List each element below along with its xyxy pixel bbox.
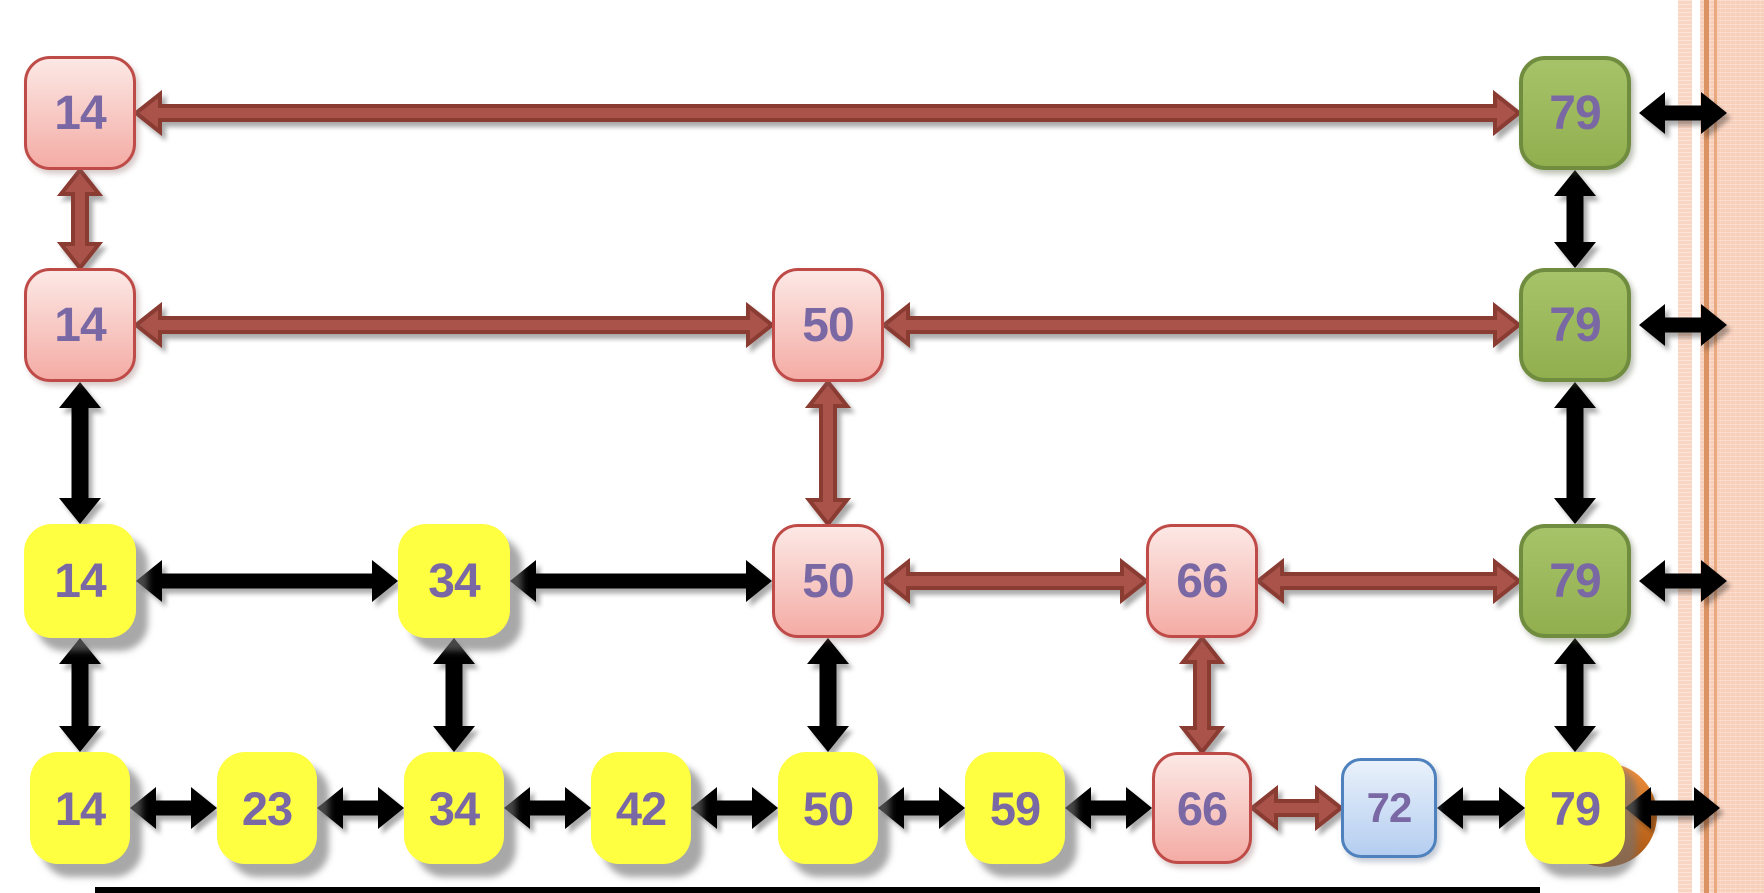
edge-arrow-black-vertical <box>59 638 101 752</box>
skiplist-node-79-level4: 79 <box>1519 56 1631 170</box>
skiplist-node-34-level1: 34 <box>404 752 504 864</box>
node-label: 14 <box>54 554 106 608</box>
skiplist-node-42-level1: 42 <box>591 752 691 864</box>
node-label: 34 <box>428 781 480 835</box>
edge-arrow-black-vertical <box>433 638 475 752</box>
skiplist-node-14-level2: 14 <box>24 524 136 638</box>
edge-arrow-black-vertical <box>807 638 849 752</box>
node-label: 66 <box>1176 781 1228 835</box>
skiplist-node-59-level1: 59 <box>965 752 1065 864</box>
edge-arrow-black-horizontal <box>130 787 217 829</box>
node-label: 23 <box>241 781 293 835</box>
edge-arrow-black-horizontal <box>1639 560 1727 602</box>
node-label: 14 <box>54 86 106 140</box>
node-label: 79 <box>1549 298 1601 352</box>
node-label: 14 <box>54 298 106 352</box>
skiplist-node-66-level1: 66 <box>1152 752 1252 864</box>
skiplist-node-14-level4: 14 <box>24 56 136 170</box>
edge-arrow-black-vertical <box>1554 638 1596 752</box>
skiplist-node-50-level3: 50 <box>772 268 884 382</box>
skiplist-node-79-level2: 79 <box>1519 524 1631 638</box>
node-label: 14 <box>54 781 106 835</box>
node-label: 72 <box>1366 784 1413 831</box>
node-label: 59 <box>989 781 1041 835</box>
edge-arrow-black-horizontal <box>317 787 404 829</box>
skiplist-node-50-level1: 50 <box>778 752 878 864</box>
edge-arrow-black-vertical <box>1554 170 1596 268</box>
edge-arrow-black-horizontal <box>504 787 591 829</box>
node-label: 50 <box>802 781 854 835</box>
edge-arrow-black-horizontal <box>510 560 772 602</box>
edge-arrow-black-vertical <box>1554 382 1596 524</box>
edge-arrow-black-horizontal <box>1625 787 1720 829</box>
node-label: 34 <box>428 554 480 608</box>
edge-arrow-black-horizontal <box>1437 787 1525 829</box>
skiplist-node-79-level3: 79 <box>1519 268 1631 382</box>
stripe-line-mid <box>1714 0 1717 893</box>
right-border-stripes <box>1673 0 1764 893</box>
node-label: 79 <box>1549 86 1601 140</box>
bottom-edge-line <box>95 887 1540 893</box>
stripe-band <box>1700 0 1764 893</box>
node-label: 79 <box>1549 554 1601 608</box>
skiplist-node-23-level1: 23 <box>217 752 317 864</box>
stripe-line-dark <box>1704 0 1709 893</box>
node-label: 66 <box>1176 554 1228 608</box>
edge-arrow-black-horizontal <box>1065 787 1152 829</box>
skiplist-node-79-level1: 79 <box>1525 752 1625 864</box>
edge-arrow-black-horizontal <box>878 787 965 829</box>
skiplist-node-34-level2: 34 <box>398 524 510 638</box>
skiplist-node-14-level3: 14 <box>24 268 136 382</box>
skiplist-node-66-level2: 66 <box>1146 524 1258 638</box>
skiplist-node-72-level1: 72 <box>1341 758 1437 858</box>
edge-arrow-black-horizontal <box>1639 92 1727 134</box>
edge-arrow-black-horizontal <box>1639 304 1727 346</box>
node-label: 50 <box>802 554 854 608</box>
stripe-thin <box>1678 0 1692 893</box>
node-label: 42 <box>615 781 667 835</box>
edge-arrow-black-vertical <box>59 382 101 524</box>
skiplist-node-14-level1: 14 <box>30 752 130 864</box>
skiplist-node-50-level2: 50 <box>772 524 884 638</box>
edge-arrow-black-horizontal <box>691 787 778 829</box>
node-label: 79 <box>1549 781 1601 835</box>
node-label: 50 <box>802 298 854 352</box>
edge-arrow-black-horizontal <box>136 560 398 602</box>
